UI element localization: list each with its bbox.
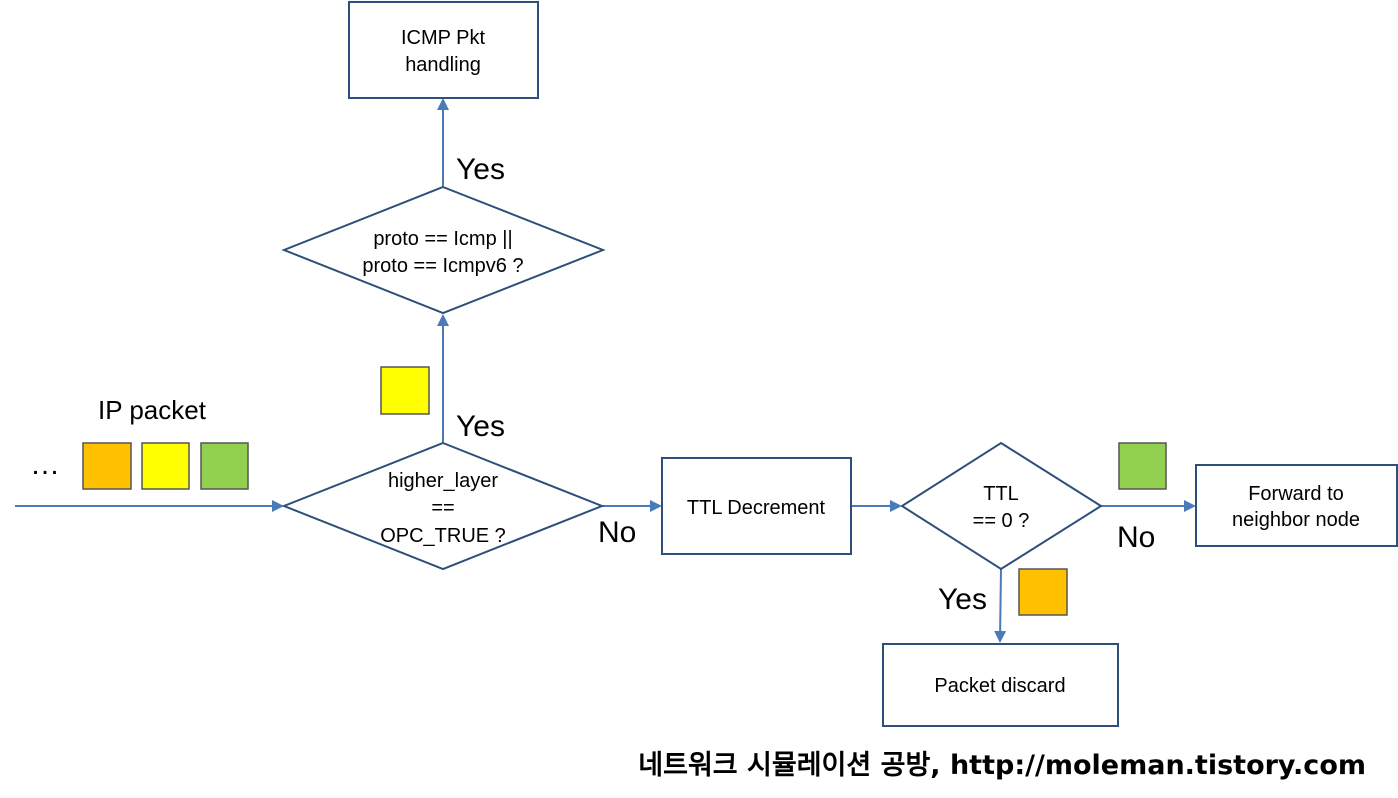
packet-stream-ellipsis: …: [30, 448, 60, 481]
ip-packet-label: IP packet: [98, 395, 207, 425]
packet-square-orange-discard: [1018, 568, 1068, 616]
icmp-handling-line1: ICMP Pkt: [401, 27, 486, 49]
packet-discard-label: Packet discard: [934, 675, 1065, 697]
packet-square-green: [200, 442, 249, 490]
forward-line2: neighbor node: [1232, 509, 1360, 531]
edge-label-ttl-yes: Yes: [938, 583, 987, 616]
edge-label-proto-yes: Yes: [456, 153, 505, 186]
higher-layer-line3: OPC_TRUE ?: [380, 525, 506, 547]
forward-box: [1195, 464, 1398, 547]
icmp-handling-box: [348, 1, 539, 99]
proto-decision-line2: proto == Icmpv6 ?: [362, 255, 523, 277]
proto-decision-diamond: [281, 185, 606, 315]
packet-square-yellow: [141, 442, 190, 490]
higher-layer-line1: higher_layer: [388, 470, 498, 492]
packet-square-green-forward: [1118, 442, 1167, 490]
edge-label-higher-yes: Yes: [456, 410, 505, 443]
icmp-handling-line2: handling: [405, 54, 481, 76]
ttl-check-line1: TTL: [983, 483, 1019, 505]
footer-credit: 네트워크 시뮬레이션 공방, http://moleman.tistory.co…: [638, 750, 1366, 781]
proto-decision-line1: proto == Icmp ||: [373, 228, 512, 250]
packet-discard-box: [882, 643, 1119, 727]
higher-layer-decision-diamond: [281, 441, 605, 571]
higher-layer-line2: ==: [431, 497, 454, 519]
edge-label-ttl-no: No: [1117, 521, 1155, 554]
ttl-check-diamond: [900, 441, 1103, 571]
packet-square-yellow-upward: [380, 366, 430, 415]
ttl-decrement-label: TTL Decrement: [687, 497, 826, 519]
forward-line1: Forward to: [1248, 483, 1344, 505]
edge-ttl-check-to-discard: [994, 568, 1007, 643]
packet-square-orange: [82, 442, 132, 490]
ttl-decrement-box: [661, 457, 852, 555]
edge-label-higher-no: No: [598, 516, 636, 549]
ttl-check-line2: == 0 ?: [973, 510, 1030, 532]
